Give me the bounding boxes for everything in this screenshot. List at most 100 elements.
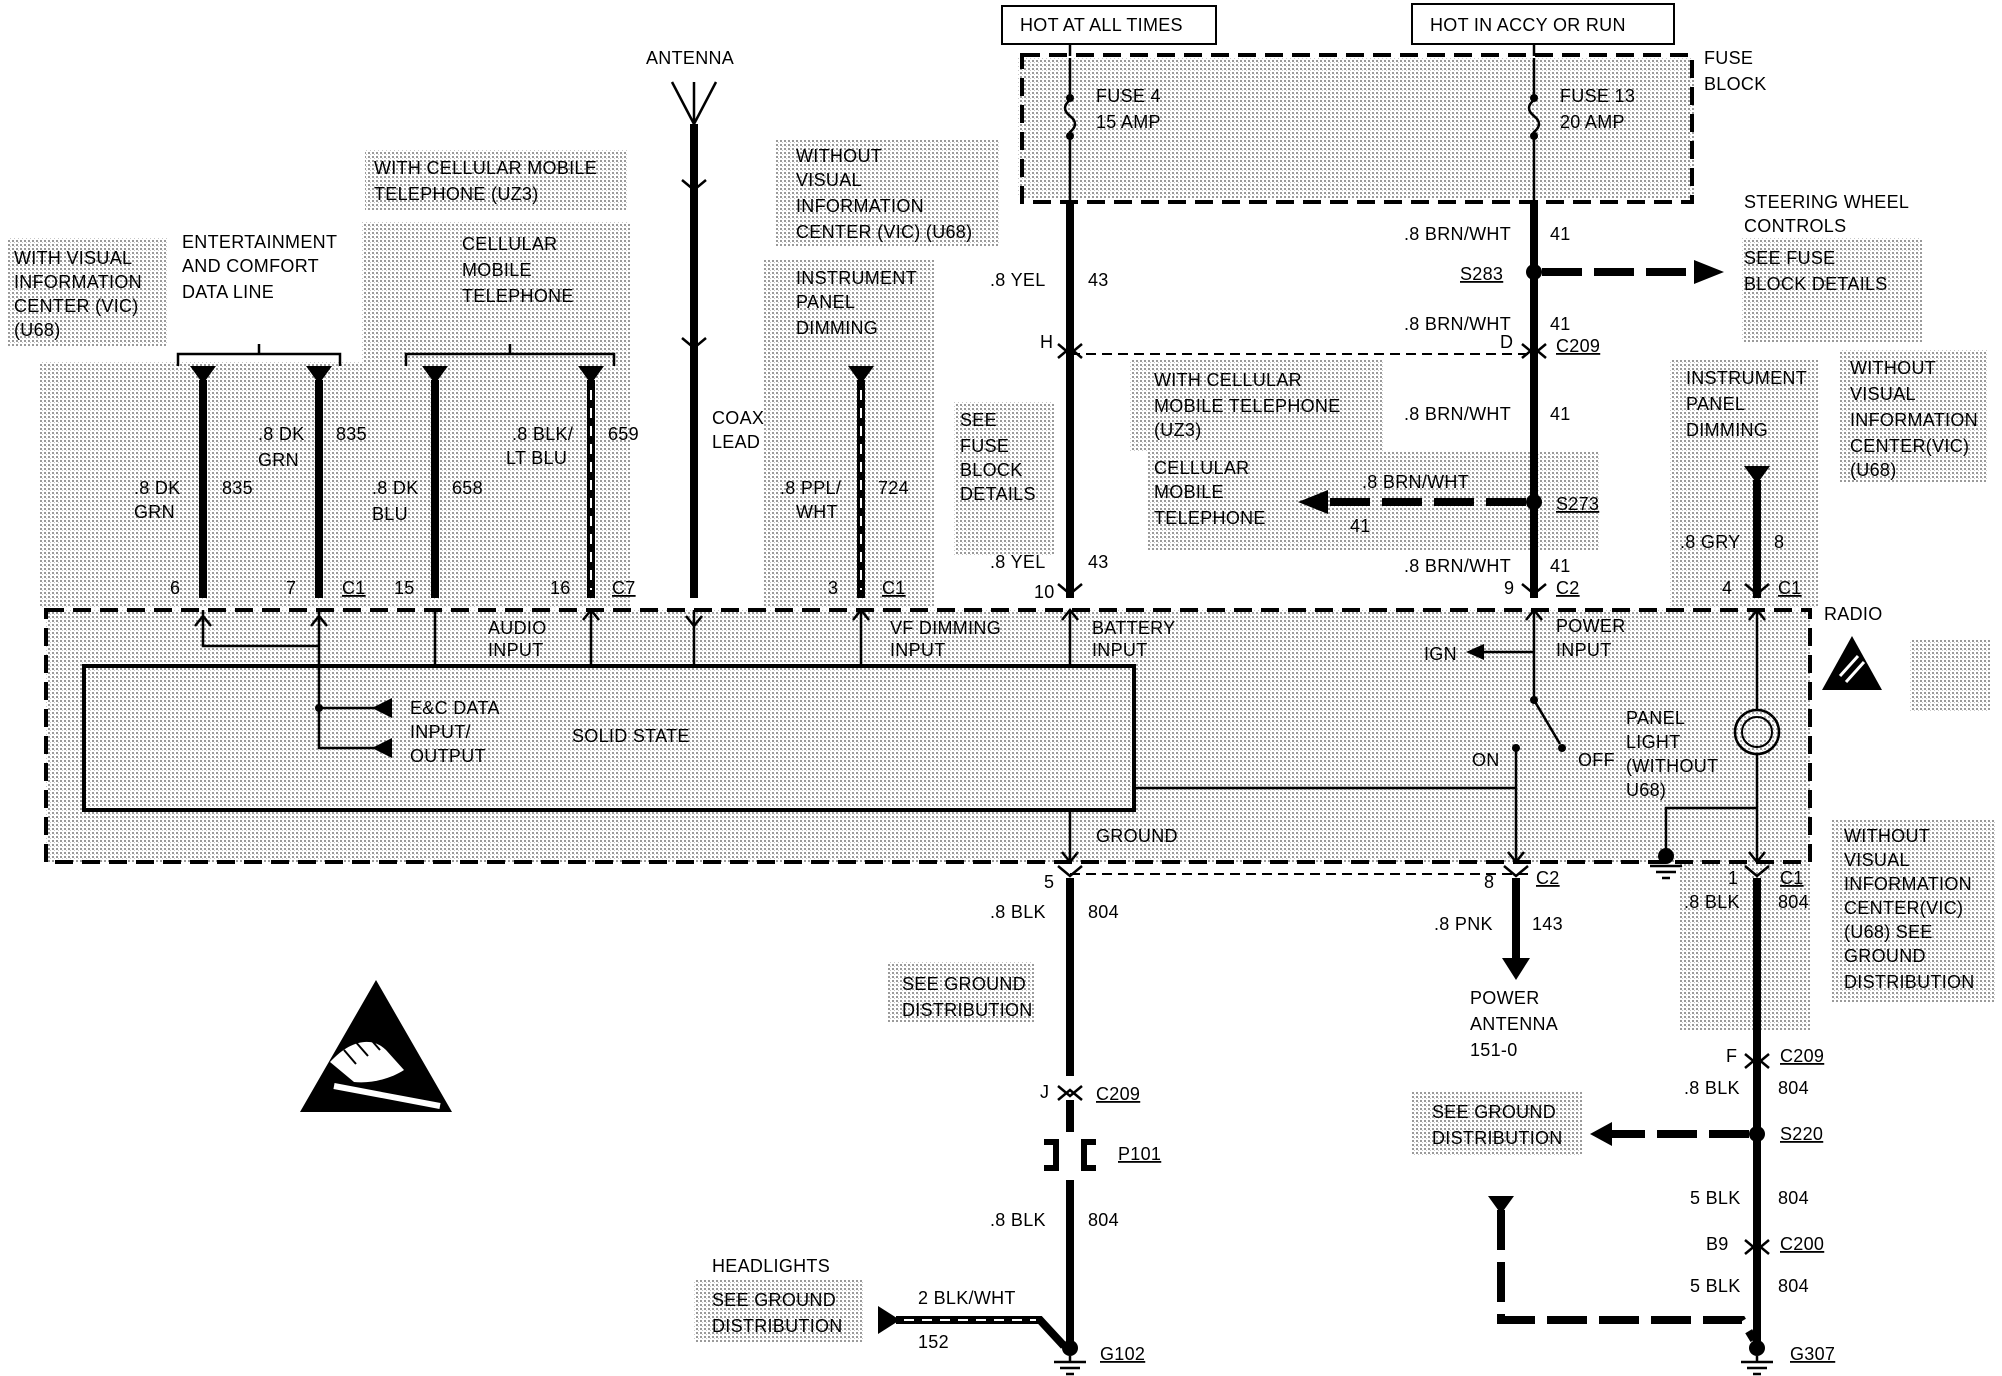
svg-text:U68): U68): [1626, 780, 1666, 800]
svg-text:41: 41: [1550, 224, 1571, 244]
svg-text:CENTER (VIC) (U68): CENTER (VIC) (U68): [796, 222, 972, 242]
ground-wire-804-right: 1 C1 .8 BLK 804 F C209 .8 BLK 804 S220 5…: [1684, 865, 1835, 1376]
svg-text:MOBILE: MOBILE: [1154, 482, 1224, 502]
svg-text:.8 YEL: .8 YEL: [990, 270, 1046, 290]
fuse-13-rating: 20 AMP: [1560, 112, 1625, 132]
svg-text:GROUND: GROUND: [1096, 826, 1178, 846]
svg-text:CONTROLS: CONTROLS: [1744, 216, 1846, 236]
wire-43: .8 YEL 43 H .8 YEL 43: [990, 200, 1108, 598]
wire-658: .8 DK BLU 658: [372, 366, 483, 598]
svg-text:GRN: GRN: [258, 450, 299, 470]
svg-text:GRN: GRN: [134, 502, 175, 522]
svg-text:41: 41: [1550, 556, 1571, 576]
svg-text:CELLULAR: CELLULAR: [462, 234, 557, 254]
fuse-13-label: FUSE 13: [1560, 86, 1635, 106]
svg-text:INPUT: INPUT: [1092, 640, 1148, 660]
wire-724: .8 PPL/ WHT 724: [780, 366, 909, 598]
svg-text:WITH CELLULAR MOBILE: WITH CELLULAR MOBILE: [374, 158, 597, 178]
radio-module: RADIO SOLID STATE E&C DATA INPUT/ OUTPUT…: [44, 604, 1883, 880]
svg-text:ANTENNA: ANTENNA: [1470, 1014, 1558, 1034]
svg-text:AUDIO: AUDIO: [488, 618, 547, 638]
svg-text:BLU: BLU: [372, 504, 408, 524]
ecdl-note: ENTERTAINMENT AND COMFORT DATA LINE: [182, 232, 337, 302]
svg-text:FUSE: FUSE: [960, 436, 1009, 456]
svg-text:.8 BRN/WHT: .8 BRN/WHT: [1404, 556, 1511, 576]
svg-text:D: D: [1500, 332, 1513, 352]
svg-text:MOBILE: MOBILE: [462, 260, 532, 280]
fuse-block-label: FUSE: [1704, 48, 1753, 68]
svg-text:151-0: 151-0: [1470, 1040, 1518, 1060]
svg-text:.8 DK: .8 DK: [258, 424, 305, 444]
svg-text:CENTER (VIC): CENTER (VIC): [14, 296, 139, 316]
svg-text:VISUAL: VISUAL: [1850, 384, 1916, 404]
svg-text:MOBILE TELEPHONE: MOBILE TELEPHONE: [1154, 396, 1341, 416]
without-vic-bottom-note: WITHOUT VISUAL INFORMATION CENTER(VIC) (…: [1844, 826, 1975, 992]
svg-text:8: 8: [1774, 532, 1784, 552]
svg-text:POWER: POWER: [1556, 616, 1626, 636]
svg-text:HEADLIGHTS: HEADLIGHTS: [712, 1256, 830, 1276]
svg-text:.8 PNK: .8 PNK: [1434, 914, 1493, 934]
svg-text:DISTRIBUTION: DISTRIBUTION: [1844, 972, 1975, 992]
svg-text:CENTER(VIC): CENTER(VIC): [1850, 436, 1969, 456]
antenna-label: ANTENNA: [646, 48, 734, 68]
svg-text:C2: C2: [1536, 868, 1560, 888]
cellular-bracket: [404, 344, 616, 366]
svg-text:OUTPUT: OUTPUT: [410, 746, 486, 766]
fuse-4-label: FUSE 4: [1096, 86, 1161, 106]
svg-text:3: 3: [828, 578, 838, 598]
svg-text:WITHOUT: WITHOUT: [1850, 358, 1936, 378]
svg-text:658: 658: [452, 478, 483, 498]
svg-text:6: 6: [170, 578, 180, 598]
hot-at-all-times-label: HOT AT ALL TIMES: [1020, 15, 1183, 35]
svg-text:152: 152: [918, 1332, 949, 1352]
radio-label: RADIO: [1824, 604, 1883, 624]
svg-text:C1: C1: [882, 578, 906, 598]
svg-text:S283: S283: [1460, 264, 1503, 284]
svg-text:659: 659: [608, 424, 639, 444]
svg-text:41: 41: [1550, 314, 1571, 334]
svg-text:PANEL: PANEL: [1626, 708, 1685, 728]
svg-text:.8 BLK: .8 BLK: [1684, 1078, 1740, 1098]
svg-text:9: 9: [1504, 578, 1514, 598]
svg-text:DISTRIBUTION: DISTRIBUTION: [902, 1000, 1033, 1020]
svg-text:BLOCK: BLOCK: [960, 460, 1023, 480]
wire-41: .8 BRN/WHT 41 S283 .8 BRN/WHT 41 D C209 …: [1404, 200, 1600, 598]
svg-text:16: 16: [550, 578, 571, 598]
svg-text:CENTER(VIC): CENTER(VIC): [1844, 898, 1963, 918]
cellular-telephone-branch: .8 BRN/WHT 41 WITH CELLULAR MOBILE TELEP…: [1154, 370, 1526, 536]
cellular-phone-note: CELLULAR MOBILE TELEPHONE: [462, 234, 574, 306]
svg-text:C209: C209: [1096, 1084, 1140, 1104]
g307-extra-ground-branch: [1488, 1196, 1758, 1343]
svg-text:804: 804: [1778, 892, 1809, 912]
svg-text:804: 804: [1088, 1210, 1119, 1230]
svg-text:.8 DK: .8 DK: [134, 478, 181, 498]
headlights-ground-wire-152: HEADLIGHTS SEE GROUND DISTRIBUTION 2 BLK…: [712, 1256, 1067, 1352]
svg-text:10: 10: [1034, 582, 1055, 602]
svg-text:B9: B9: [1706, 1234, 1729, 1254]
svg-text:DATA LINE: DATA LINE: [182, 282, 274, 302]
svg-text:SEE: SEE: [960, 410, 997, 430]
s220-ground-branch: SEE GROUND DISTRIBUTION: [1432, 1102, 1749, 1148]
svg-text:SEE GROUND: SEE GROUND: [1432, 1102, 1556, 1122]
power-antenna-wire-143: 8 C2 .8 PNK 143 POWER ANTENNA 151-0: [1434, 865, 1563, 1060]
power-supply-section: HOT AT ALL TIMES HOT IN ACCY OR RUN FUSE…: [1001, 3, 1766, 204]
svg-text:INPUT: INPUT: [488, 640, 544, 660]
steering-wheel-branch: STEERING WHEEL CONTROLS SEE FUSE BLOCK D…: [1542, 192, 1909, 294]
svg-text:WITH VISUAL: WITH VISUAL: [14, 248, 132, 268]
svg-text:(U68): (U68): [1850, 460, 1897, 480]
svg-text:.8 BLK/: .8 BLK/: [512, 424, 573, 444]
svg-text:724: 724: [878, 478, 909, 498]
svg-text:F: F: [1726, 1046, 1737, 1066]
svg-text:P101: P101: [1118, 1144, 1161, 1164]
svg-text:804: 804: [1778, 1276, 1809, 1296]
svg-text:PANEL: PANEL: [1686, 394, 1745, 414]
svg-text:C209: C209: [1556, 336, 1600, 356]
svg-text:TELEPHONE: TELEPHONE: [462, 286, 574, 306]
svg-text:.8 BLK: .8 BLK: [1684, 892, 1740, 912]
wire-659: .8 BLK/ LT BLU 659: [506, 366, 639, 598]
svg-text:804: 804: [1088, 902, 1119, 922]
svg-text:WHT: WHT: [796, 502, 838, 522]
svg-text:INPUT: INPUT: [890, 640, 946, 660]
svg-text:DIMMING: DIMMING: [796, 318, 878, 338]
svg-text:8: 8: [1484, 872, 1494, 892]
